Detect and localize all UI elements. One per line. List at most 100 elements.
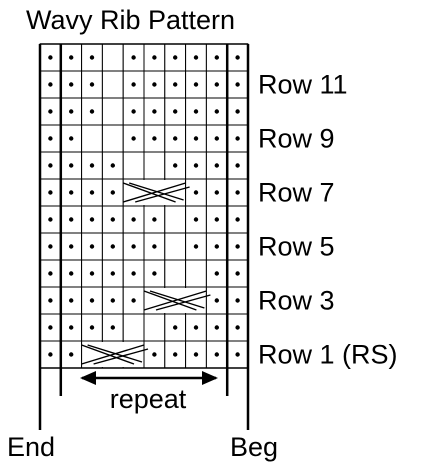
purl-dot — [235, 190, 240, 195]
cable-line — [149, 290, 205, 309]
purl-dot — [110, 271, 116, 276]
purl-dot — [235, 217, 240, 222]
purl-dot — [69, 109, 74, 114]
stitch-cell — [122, 313, 145, 342]
purl-dot — [214, 82, 219, 87]
stitch-cell — [143, 151, 166, 180]
purl-dot — [214, 217, 219, 222]
purl-dot — [131, 55, 136, 60]
purl-dot — [235, 271, 240, 276]
purl-dot — [173, 163, 178, 168]
purl-dot — [235, 136, 240, 141]
purl-dot — [214, 136, 219, 141]
purl-dot — [173, 82, 178, 87]
purl-dot — [131, 244, 136, 249]
purl-dot — [131, 136, 136, 141]
purl-dot — [69, 217, 74, 222]
cable-crossings — [81, 180, 211, 367]
stitch-cell — [101, 70, 124, 99]
purl-dot — [214, 325, 219, 330]
purl-dot — [48, 55, 53, 60]
stitch-cell — [185, 259, 207, 288]
row-label: Row 5 — [258, 232, 335, 262]
purl-dot — [152, 82, 157, 87]
purl-dot — [193, 163, 199, 168]
repeat-label: repeat — [110, 384, 187, 414]
purl-dot — [48, 136, 53, 141]
beg-label: Beg — [230, 432, 278, 462]
stitch-cell — [81, 124, 103, 153]
cable-line — [155, 294, 211, 311]
purl-dot — [131, 298, 136, 303]
purl-dot — [235, 82, 240, 87]
purl-dot — [48, 352, 53, 357]
repeat-arrow-right — [202, 371, 218, 385]
purl-dot — [69, 55, 74, 60]
purl-dot — [235, 352, 240, 357]
purl-dot — [131, 217, 136, 222]
purl-dot — [69, 190, 74, 195]
purl-dot — [89, 55, 95, 60]
purl-dot — [48, 298, 53, 303]
purl-dot — [89, 244, 95, 249]
cable-line — [122, 182, 176, 203]
cable-line — [81, 344, 135, 365]
purl-dot — [89, 271, 95, 276]
stitch-cell — [164, 259, 187, 288]
purl-dot — [48, 217, 53, 222]
purl-dot — [110, 190, 116, 195]
cable-line — [93, 348, 149, 365]
purl-dot — [235, 244, 240, 249]
purl-dot — [235, 325, 240, 330]
cable-line — [87, 344, 143, 363]
purl-dot — [214, 271, 219, 276]
purl-dot — [89, 298, 95, 303]
purl-dot — [214, 55, 219, 60]
row-label: Row 11 — [258, 70, 348, 100]
purl-dot — [110, 325, 116, 330]
purl-dot — [69, 163, 74, 168]
cable-line — [128, 182, 184, 201]
purl-dot — [131, 109, 136, 114]
purl-dot — [110, 244, 116, 249]
purl-dot — [235, 163, 240, 168]
purl-dot — [69, 352, 74, 357]
purl-dot — [214, 109, 219, 114]
repeat-indicator: repeat — [80, 371, 218, 414]
purl-dot — [48, 190, 53, 195]
purl-dot — [214, 352, 219, 357]
purl-dot — [173, 109, 178, 114]
purl-dot — [89, 325, 95, 330]
end-label: End — [7, 432, 55, 462]
purl-dot — [173, 325, 178, 330]
purl-dot — [110, 298, 116, 303]
purl-dot — [214, 163, 219, 168]
purl-dot — [110, 217, 116, 222]
purl-dot — [235, 298, 240, 303]
purl-dot — [69, 136, 74, 141]
purl-dot — [235, 109, 240, 114]
stitch-cell — [164, 205, 187, 234]
purl-dot — [69, 298, 74, 303]
purl-dot — [48, 163, 53, 168]
purl-dot — [152, 217, 157, 222]
cable-line — [143, 290, 207, 311]
purl-dot — [152, 109, 157, 114]
purl-dot — [69, 325, 74, 330]
stitch-cell — [101, 97, 124, 126]
cable-cross — [122, 180, 190, 205]
purl-dot — [173, 352, 178, 357]
repeat-arrow-left — [80, 371, 96, 385]
purl-dot — [152, 55, 157, 60]
cable-line — [122, 182, 186, 203]
purl-dot — [193, 82, 199, 87]
purl-dot — [193, 55, 199, 60]
purl-dot — [131, 82, 136, 87]
purl-dot — [69, 244, 74, 249]
cable-line — [81, 344, 145, 365]
purl-dot — [89, 190, 95, 195]
stitch-cell — [101, 124, 124, 153]
stitch-cell — [101, 43, 124, 72]
purl-dot — [110, 163, 116, 168]
